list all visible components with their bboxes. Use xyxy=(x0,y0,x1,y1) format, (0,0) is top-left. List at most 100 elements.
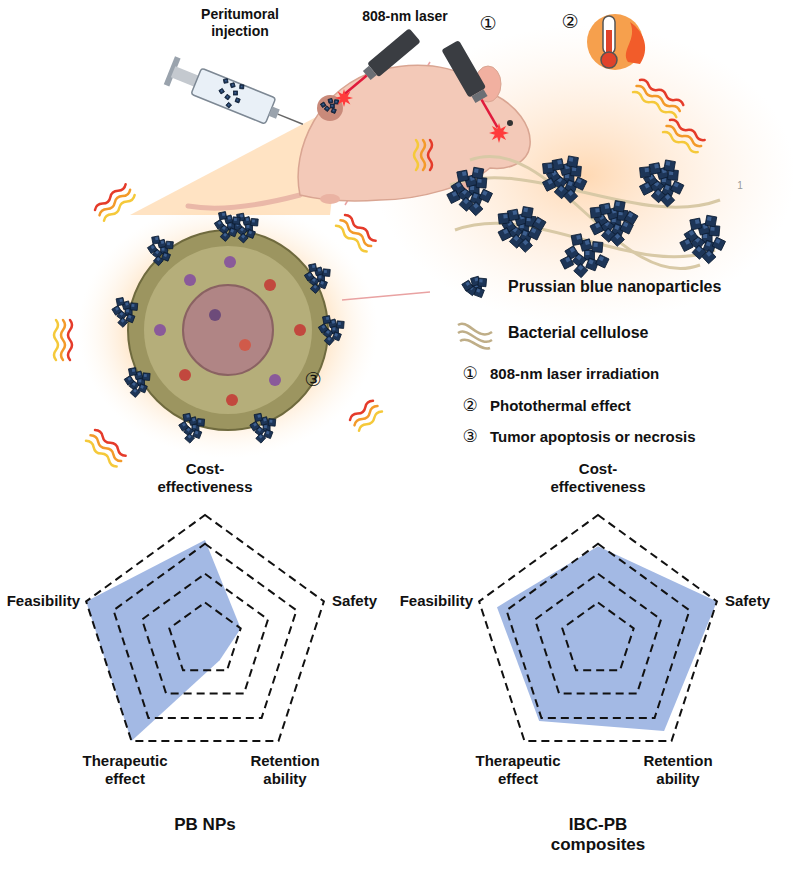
pb-cube xyxy=(324,336,334,346)
chart-title: IBC-PB composites xyxy=(541,815,656,856)
cube-highlight xyxy=(615,202,620,207)
pb-cube xyxy=(112,306,122,316)
cube-highlight xyxy=(456,182,462,188)
cube-highlight xyxy=(327,337,331,341)
cube-highlight xyxy=(326,317,329,320)
nanoparticle-cluster xyxy=(639,160,683,207)
cube-highlight xyxy=(536,218,541,223)
pb-cube xyxy=(304,272,314,282)
cube-highlight xyxy=(121,319,125,323)
organelle xyxy=(269,374,281,386)
cube-highlight xyxy=(569,157,574,162)
cube-highlight xyxy=(155,237,158,240)
radar-grid xyxy=(169,603,240,671)
nanoparticle-cluster xyxy=(590,201,638,247)
pb-cube xyxy=(680,238,693,251)
cube-highlight xyxy=(665,194,671,200)
cube-highlight xyxy=(695,219,700,224)
pb-cube xyxy=(230,83,235,88)
cube-highlight xyxy=(531,228,536,233)
axis-label: Cost-effectiveness xyxy=(149,460,261,496)
cube-highlight xyxy=(263,418,266,421)
cube-highlight xyxy=(192,418,195,421)
cube-highlight xyxy=(144,374,147,377)
cube-highlight xyxy=(474,168,479,173)
pb-cube xyxy=(649,163,661,175)
zoom-line xyxy=(342,292,430,300)
cube-highlight xyxy=(654,164,659,169)
pb-cube xyxy=(542,178,555,191)
cube-highlight xyxy=(230,229,234,233)
pb-cube xyxy=(610,232,624,246)
cube-highlight xyxy=(615,234,621,240)
pb-cube xyxy=(219,212,227,220)
pb-cube xyxy=(457,170,469,182)
pb-cube xyxy=(179,421,189,431)
cube-highlight xyxy=(167,242,170,245)
cube-highlight xyxy=(594,243,598,247)
cube-highlight xyxy=(466,282,470,286)
pb-cube xyxy=(118,317,128,327)
pb-cube xyxy=(323,269,331,277)
pb-cube xyxy=(309,264,317,272)
thermometer-bulb xyxy=(601,52,617,68)
cube-highlight xyxy=(479,279,482,282)
heat-wave xyxy=(662,130,699,153)
heat-wave xyxy=(85,439,118,468)
cube-highlight xyxy=(703,234,707,238)
nanoparticle-cluster xyxy=(680,215,726,263)
cube-highlight xyxy=(595,208,599,212)
cube-highlight xyxy=(628,212,633,217)
cube-highlight xyxy=(330,100,332,102)
pb-cube xyxy=(624,211,638,225)
pb-cube xyxy=(590,207,601,218)
pb-cube xyxy=(640,167,651,178)
cube-highlight xyxy=(476,289,480,293)
organelle xyxy=(294,324,306,336)
pb-cube xyxy=(522,207,534,219)
cube-highlight xyxy=(228,104,230,106)
cube-highlight xyxy=(156,257,160,261)
axis-label: Retention ability xyxy=(636,752,721,788)
organelle xyxy=(224,256,236,268)
pb-cube xyxy=(152,236,160,244)
pb-cube xyxy=(592,242,603,253)
axis-label: Safety xyxy=(332,592,377,610)
callout-number: ② xyxy=(462,395,477,415)
nanoparticle-cluster xyxy=(112,298,138,328)
pb-cube xyxy=(472,167,484,179)
cube-highlight xyxy=(138,372,141,375)
pb-cube xyxy=(219,88,225,94)
cube-highlight xyxy=(226,96,228,98)
cube-highlight xyxy=(605,230,611,236)
cube-highlight xyxy=(322,103,324,105)
nanoparticle-cluster xyxy=(250,413,276,443)
cube-highlight xyxy=(128,315,132,319)
cube-highlight xyxy=(232,84,234,86)
pb-cube xyxy=(478,278,487,287)
generated-art xyxy=(54,78,725,741)
pb-cube xyxy=(705,215,717,227)
cube-highlight xyxy=(666,161,671,166)
cube-highlight xyxy=(576,235,581,240)
callout-number: ③ xyxy=(462,426,477,446)
cell-glow xyxy=(78,202,378,458)
pb-cube xyxy=(596,255,609,268)
nanoparticle-cluster xyxy=(214,212,240,242)
chart-title: PB NPs xyxy=(174,815,235,835)
cube-highlight xyxy=(236,99,238,101)
pb-cube xyxy=(702,250,716,264)
mouse-tail xyxy=(188,195,300,208)
radar-grid xyxy=(562,603,633,671)
pb-cube xyxy=(571,234,583,246)
pb-cube xyxy=(639,182,652,195)
pb-cube xyxy=(143,373,151,381)
nanoparticle-cluster xyxy=(542,156,586,203)
radar-grid xyxy=(86,515,324,741)
pb-cube xyxy=(223,79,228,84)
pb-cube xyxy=(320,102,326,108)
cube-highlight xyxy=(119,299,122,302)
cube-highlight xyxy=(127,377,131,381)
pb-cube xyxy=(331,108,336,113)
cube-highlight xyxy=(577,178,582,183)
